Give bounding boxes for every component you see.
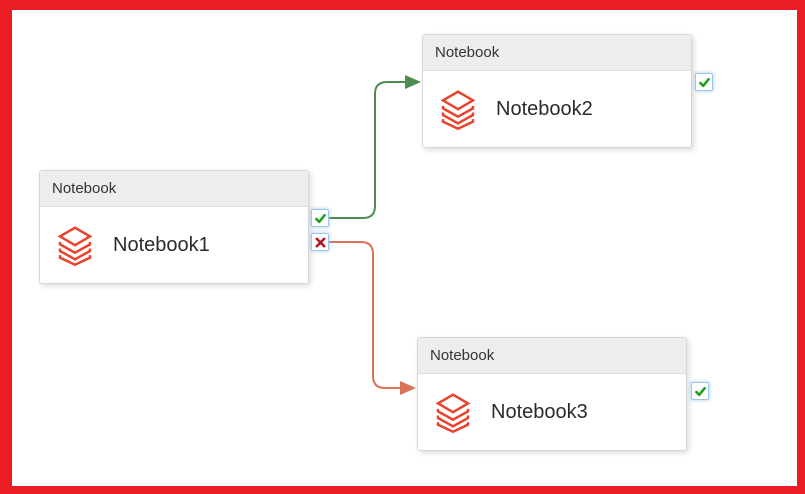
notebook3-success-port-badge[interactable] bbox=[691, 382, 709, 400]
node-header: Notebook bbox=[423, 35, 691, 71]
success-edge[interactable] bbox=[329, 75, 421, 219]
node-body: Notebook2 bbox=[423, 71, 691, 148]
databricks-icon bbox=[435, 392, 471, 433]
databricks-icon bbox=[440, 89, 476, 130]
notebook2-success-port-badge[interactable] bbox=[695, 73, 713, 91]
node-body: Notebook3 bbox=[418, 374, 686, 451]
node-title: Notebook3 bbox=[491, 401, 588, 423]
activity-node-notebook3[interactable]: Notebook Notebook3 bbox=[417, 337, 687, 451]
node-type-label: Notebook bbox=[435, 44, 500, 61]
databricks-icon bbox=[57, 225, 93, 266]
activity-node-notebook2[interactable]: Notebook Notebook2 bbox=[422, 34, 692, 148]
node-body: Notebook1 bbox=[40, 207, 308, 284]
failure-edge-line[interactable] bbox=[329, 241, 401, 389]
notebook1-success-port-badge[interactable] bbox=[311, 209, 329, 227]
node-type-label: Notebook bbox=[430, 347, 495, 364]
check-icon bbox=[694, 386, 706, 396]
check-icon bbox=[698, 77, 710, 87]
failure-edge-arrowhead-icon bbox=[400, 381, 416, 395]
check-icon bbox=[314, 213, 326, 223]
node-title: Notebook2 bbox=[496, 98, 593, 120]
failure-edge[interactable] bbox=[329, 241, 416, 395]
node-header: Notebook bbox=[40, 171, 308, 207]
cross-icon bbox=[315, 237, 325, 247]
activity-node-notebook1[interactable]: Notebook Notebook1 bbox=[39, 170, 309, 284]
success-edge-line[interactable] bbox=[329, 81, 406, 219]
success-edge-arrowhead-icon bbox=[405, 75, 421, 89]
node-type-label: Notebook bbox=[52, 180, 117, 197]
node-title: Notebook1 bbox=[113, 234, 210, 256]
notebook1-failure-port-badge[interactable] bbox=[311, 233, 329, 251]
node-header: Notebook bbox=[418, 338, 686, 374]
